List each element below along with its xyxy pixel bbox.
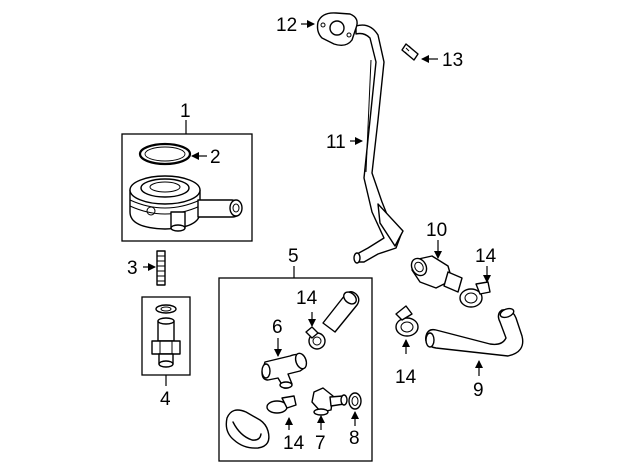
hose-connector [410, 255, 463, 293]
callout-2: 2 [210, 147, 221, 168]
tee-fitting [261, 352, 308, 389]
oil-hose [425, 307, 524, 357]
callout-14-left: 14 [395, 367, 417, 388]
curved-hose [225, 409, 270, 449]
oil-cooler-box [121, 133, 253, 242]
stud [156, 250, 166, 286]
callout-6: 6 [272, 317, 283, 338]
callout-14-upper: 14 [296, 288, 318, 309]
callout-9: 9 [473, 380, 484, 401]
hose-clamp [305, 326, 326, 350]
connector-fitting [151, 317, 181, 368]
callout-7: 7 [315, 433, 326, 454]
callout-12: 12 [276, 15, 297, 36]
short-hose [322, 291, 360, 333]
o-ring [348, 392, 362, 410]
callout-14-lower: 14 [283, 433, 305, 454]
fittings-box [218, 277, 373, 462]
callout-10: 10 [426, 220, 447, 241]
elbow-fitting [311, 387, 348, 416]
callout-1: 1 [180, 101, 191, 122]
callout-8: 8 [349, 428, 360, 449]
fittings-group [218, 266, 373, 462]
hose-clamp-left [395, 305, 419, 337]
small-stud [401, 43, 419, 61]
seal-ring [138, 142, 192, 166]
gasket [316, 12, 358, 47]
hose-clamp-lower [266, 395, 297, 414]
oil-cooler [129, 175, 243, 232]
callout-11: 11 [326, 132, 346, 153]
callout-3: 3 [127, 258, 138, 279]
callout-13: 13 [442, 50, 463, 71]
hose-clamp-right [459, 281, 491, 308]
callout-5: 5 [288, 246, 299, 267]
washer [155, 304, 177, 314]
callout-14-right: 14 [475, 246, 497, 267]
connector-group [141, 296, 191, 386]
oil-cooler-group [121, 120, 253, 242]
oil-tube [353, 24, 404, 264]
callout-4: 4 [160, 389, 171, 410]
